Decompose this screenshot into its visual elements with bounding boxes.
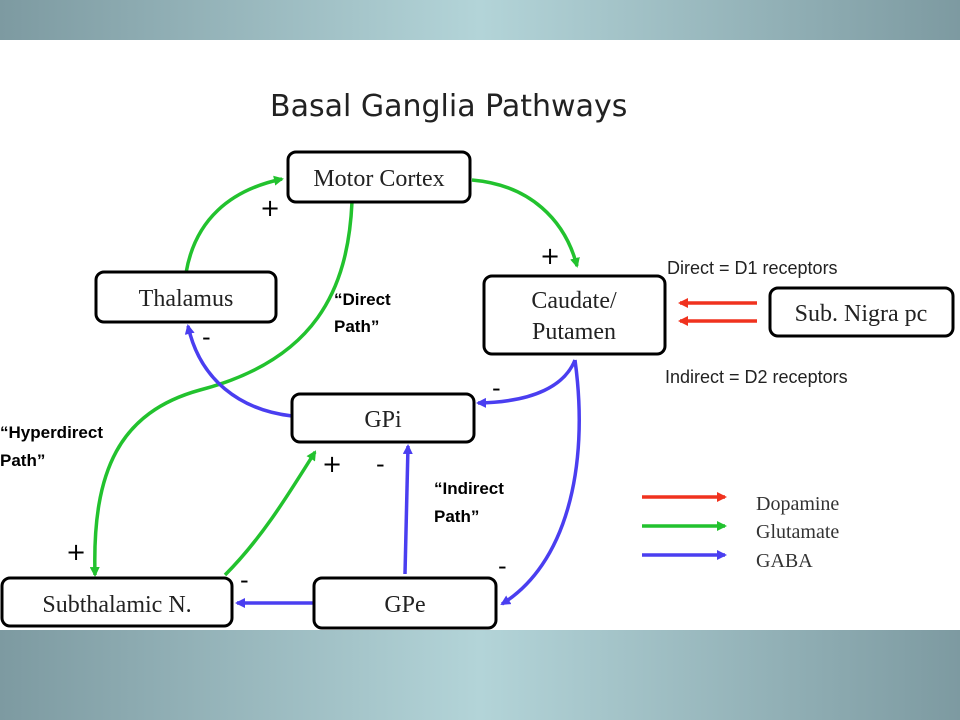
indirect-receptor-note: Indirect = D2 receptors <box>665 367 848 387</box>
sign-thalamus-to-cortex: + <box>260 194 280 222</box>
legend-gaba-label: GABA <box>756 550 813 572</box>
motor-cortex-node: Motor Cortex <box>286 150 472 204</box>
caudate-label-line1: Caudate/ <box>531 288 617 314</box>
motor-cortex-label: Motor Cortex <box>313 166 444 192</box>
sub-nigra-label: Sub. Nigra pc <box>795 301 928 327</box>
thalamus-to-cortex-arrow <box>184 175 284 274</box>
legend: Dopamine Glutamate GABA <box>642 492 839 572</box>
gpi-to-thalamus-arrow <box>184 324 293 418</box>
sub-nigra-node: Sub. Nigra pc <box>768 286 955 338</box>
legend-dopamine-label: Dopamine <box>756 493 839 515</box>
indirect-path-label-line2: Path” <box>434 507 479 526</box>
sign-caudate-to-gpe: - <box>498 552 507 580</box>
indirect-path-label-line1: “Indirect <box>434 479 504 498</box>
caudate-putamen-node: Caudate/ Putamen <box>482 274 667 356</box>
gpi-label: GPi <box>364 407 402 433</box>
page-title: Basal Ganglia Pathways <box>270 89 627 124</box>
thalamus-node: Thalamus <box>94 270 278 324</box>
sign-gpe-to-stn: - <box>240 566 249 594</box>
caudate-to-gpi-arrow <box>476 359 577 408</box>
legend-glutamate-label: Glutamate <box>756 521 839 543</box>
gpe-node: GPe <box>312 576 498 630</box>
sign-stn-to-gpi: + <box>322 450 342 478</box>
sign-gpe-to-gpi: - <box>376 450 385 478</box>
thalamus-label: Thalamus <box>139 286 234 312</box>
hyperdirect-path-label-line1: “Hyperdirect <box>0 423 103 442</box>
gpe-label: GPe <box>384 592 425 618</box>
sign-caudate-to-gpi: - <box>492 374 501 402</box>
caudate-to-gpe-arrow <box>500 359 581 606</box>
subthalamic-node: Subthalamic N. <box>0 576 234 628</box>
slide: Basal Ganglia Pathways Motor Cortex Thal… <box>0 40 960 630</box>
sign-cortex-to-stn: + <box>66 538 86 566</box>
sign-cortex-to-caudate: + <box>540 242 560 270</box>
subthalamic-label: Subthalamic N. <box>42 592 191 618</box>
gpe-to-gpi-arrow <box>402 444 413 575</box>
subthalamic-to-gpi-arrow <box>223 450 317 577</box>
caudate-label-line2: Putamen <box>532 319 616 345</box>
sign-gpi-to-thalamus: - <box>202 323 211 351</box>
cortex-to-caudate-arrow <box>471 178 580 268</box>
basal-ganglia-diagram: Basal Ganglia Pathways Motor Cortex Thal… <box>0 89 955 630</box>
gpi-node: GPi <box>290 392 476 444</box>
direct-receptor-note: Direct = D1 receptors <box>667 258 838 278</box>
direct-path-label-line1: “Direct <box>334 290 391 309</box>
cortex-to-subthalamic-arrow <box>89 201 354 577</box>
hyperdirect-path-label-line2: Path” <box>0 451 45 470</box>
direct-path-label-line2: Path” <box>334 317 379 336</box>
